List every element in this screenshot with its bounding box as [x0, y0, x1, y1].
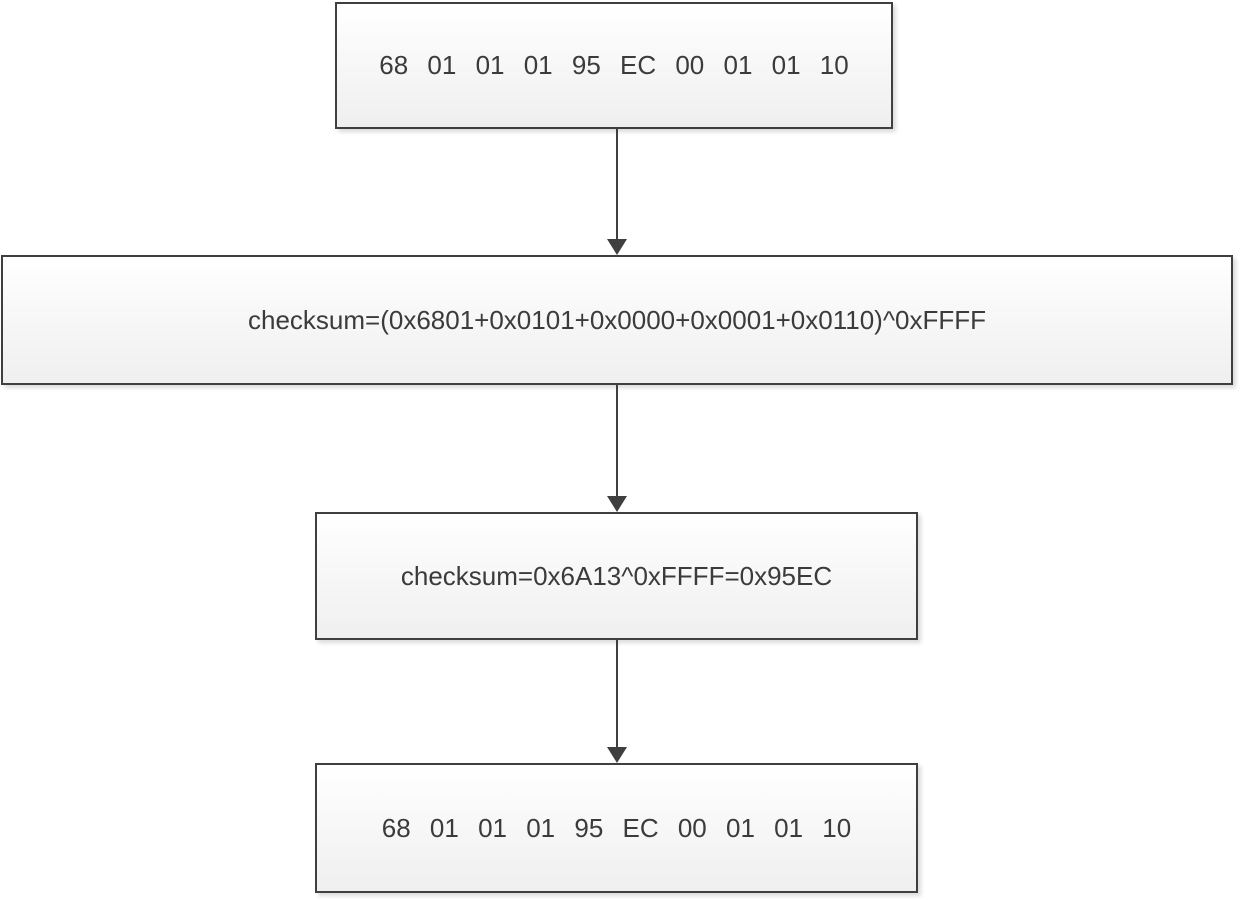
flow-node-frame-bytes-top: 68 01 01 01 95 EC 00 01 01 10: [335, 2, 893, 129]
connector-arrow-1: [607, 129, 627, 255]
connector-arrow-2: [607, 385, 627, 512]
arrow-head-down-icon: [607, 496, 627, 512]
flow-node-text: 68 01 01 01 95 EC 00 01 01 10: [381, 812, 852, 843]
arrow-head-down-icon: [607, 239, 627, 255]
flow-node-text: checksum=0x6A13^0xFFFF=0x95EC: [400, 560, 833, 591]
connector-arrow-3: [607, 640, 627, 763]
arrow-head-down-icon: [607, 747, 627, 763]
flow-node-frame-bytes-bottom: 68 01 01 01 95 EC 00 01 01 10: [315, 763, 918, 893]
flow-node-checksum-result: checksum=0x6A13^0xFFFF=0x95EC: [315, 512, 918, 640]
flow-node-text: 68 01 01 01 95 EC 00 01 01 10: [379, 50, 849, 80]
flow-node-text: checksum=(0x6801+0x0101+0x0000+0x0001+0x…: [247, 304, 987, 335]
arrow-line: [616, 640, 618, 747]
arrow-line: [616, 129, 618, 239]
arrow-line: [616, 385, 618, 496]
flow-node-checksum-formula: checksum=(0x6801+0x0101+0x0000+0x0001+0x…: [1, 255, 1233, 385]
